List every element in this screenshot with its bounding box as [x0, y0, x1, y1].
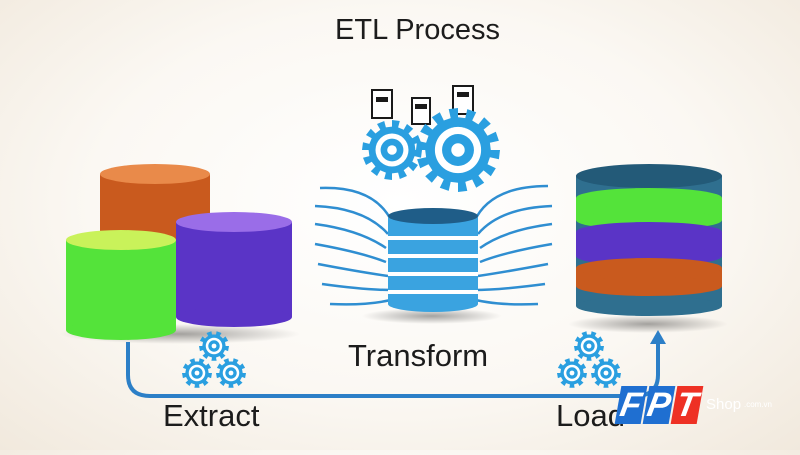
transform-database-icon [388, 208, 478, 312]
transform-label: Transform [348, 338, 489, 373]
logo-letter-t: T [670, 386, 704, 424]
transform-gear-large-icon [416, 108, 500, 192]
transform-shadow [362, 308, 502, 324]
load-gear-top-icon [574, 331, 604, 361]
source-database-purple [176, 212, 292, 327]
gear-icons [182, 108, 621, 388]
load-gear-left-icon [557, 358, 587, 388]
source-database-green [66, 230, 176, 340]
load-label: Load [556, 398, 625, 433]
logo-shop-text: Shop [706, 396, 742, 413]
target-database-icon [576, 164, 722, 316]
logo-domain-text: .com.vn [744, 400, 773, 409]
extract-gear-left-icon [182, 358, 212, 388]
logo-letter-p: P [642, 386, 676, 424]
load-gear-right-icon [591, 358, 621, 388]
fpt-shop-logo: F P T Shop .com.vn [614, 386, 798, 434]
logo-letter-f: F [614, 386, 648, 424]
diagram-title: ETL Process [335, 14, 500, 46]
extract-label: Extract [163, 398, 260, 433]
server-icons [371, 85, 474, 125]
load-shadow [568, 315, 728, 333]
extract-gear-right-icon [216, 358, 246, 388]
transform-data-lines [314, 184, 553, 306]
flow-arrow-icon [126, 330, 666, 398]
transform-gear-small-icon [362, 120, 422, 180]
extract-gear-top-icon [199, 331, 229, 361]
